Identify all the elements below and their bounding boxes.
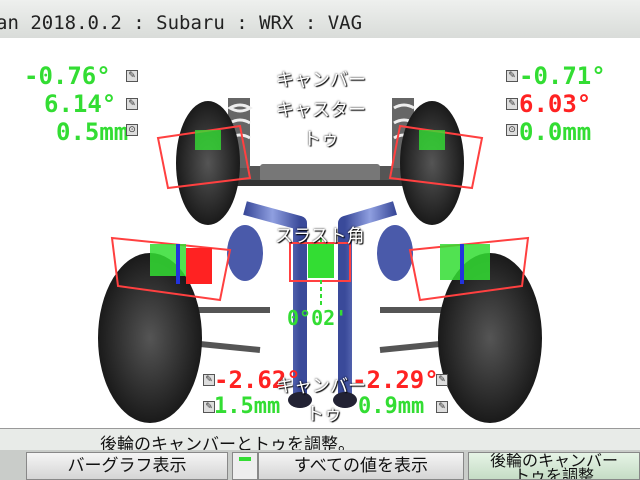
front-suspension [200, 98, 440, 186]
bar-graph-icon [239, 457, 251, 461]
rear-right-tire [408, 236, 542, 423]
front-right-tire [388, 101, 484, 225]
front-left-camber-adjust-icon[interactable]: ✎ [126, 70, 138, 82]
rear-left-toe-adjust-icon[interactable]: ✎ [203, 401, 215, 413]
rear-left-camber-value: -2.62° [214, 366, 301, 394]
front-right-caster-adjust-icon[interactable]: ✎ [506, 98, 518, 110]
front-left-toe-value: 0.5mm [56, 118, 129, 146]
rear-right-camber-adjust-icon[interactable]: ✎ [436, 374, 448, 386]
front-right-camber-value: -0.71° [519, 62, 606, 90]
front-caster-label: キャスター [276, 100, 366, 121]
thrust-angle-label: スラスト角 [275, 226, 365, 247]
rear-left-toe-value: 1.5mm [214, 394, 281, 419]
title-bar: an 2018.0.2 : Subaru : WRX : VAG [0, 0, 640, 39]
front-left-caster-value: 6.14° [44, 90, 117, 118]
vehicle-diagram [98, 98, 542, 423]
front-toe-label: トゥ [303, 129, 339, 150]
title-text: an 2018.0.2 : Subaru : WRX : VAG [0, 12, 363, 34]
rear-right-toe-value: 0.9mm [358, 394, 425, 419]
front-left-tire [156, 101, 252, 225]
front-left-toe-lock-icon[interactable]: ⊙ [126, 124, 138, 136]
front-right-caster-value: 6.03° [519, 90, 592, 118]
show-all-values-button[interactable]: すべての値を表示 [258, 452, 464, 480]
thrust-indicator [289, 238, 351, 308]
instruction-bar: 後輪のキャンバーとトゥを調整。 [0, 428, 640, 455]
front-left-camber-value: -0.76° [24, 62, 111, 90]
bar-graph-button[interactable]: バーグラフ表示 [26, 452, 228, 480]
bar-graph-toggle[interactable] [232, 452, 258, 480]
front-right-toe-value: 0.0mm [519, 118, 592, 146]
rear-camber-label: キャンバー [276, 376, 366, 397]
rear-camber-toe-adjust-button[interactable]: 後輪のキャンバー トゥを調整 [468, 452, 640, 480]
thrust-angle-value: 0°02' [287, 306, 348, 330]
rear-right-camber-value: -2.29° [352, 366, 439, 394]
front-camber-label: キャンバー [276, 70, 366, 91]
front-right-camber-adjust-icon[interactable]: ✎ [506, 70, 518, 82]
button-bar: バーグラフ表示 すべての値を表示 後輪のキャンバー トゥを調整 [0, 450, 640, 480]
rear-left-tire [98, 236, 232, 423]
front-left-caster-adjust-icon[interactable]: ✎ [126, 98, 138, 110]
rear-toe-label: トゥ [306, 404, 342, 425]
rear-left-camber-adjust-icon[interactable]: ✎ [203, 374, 215, 386]
front-right-toe-lock-icon[interactable]: ⊙ [506, 124, 518, 136]
rear-right-toe-adjust-icon[interactable]: ✎ [436, 401, 448, 413]
